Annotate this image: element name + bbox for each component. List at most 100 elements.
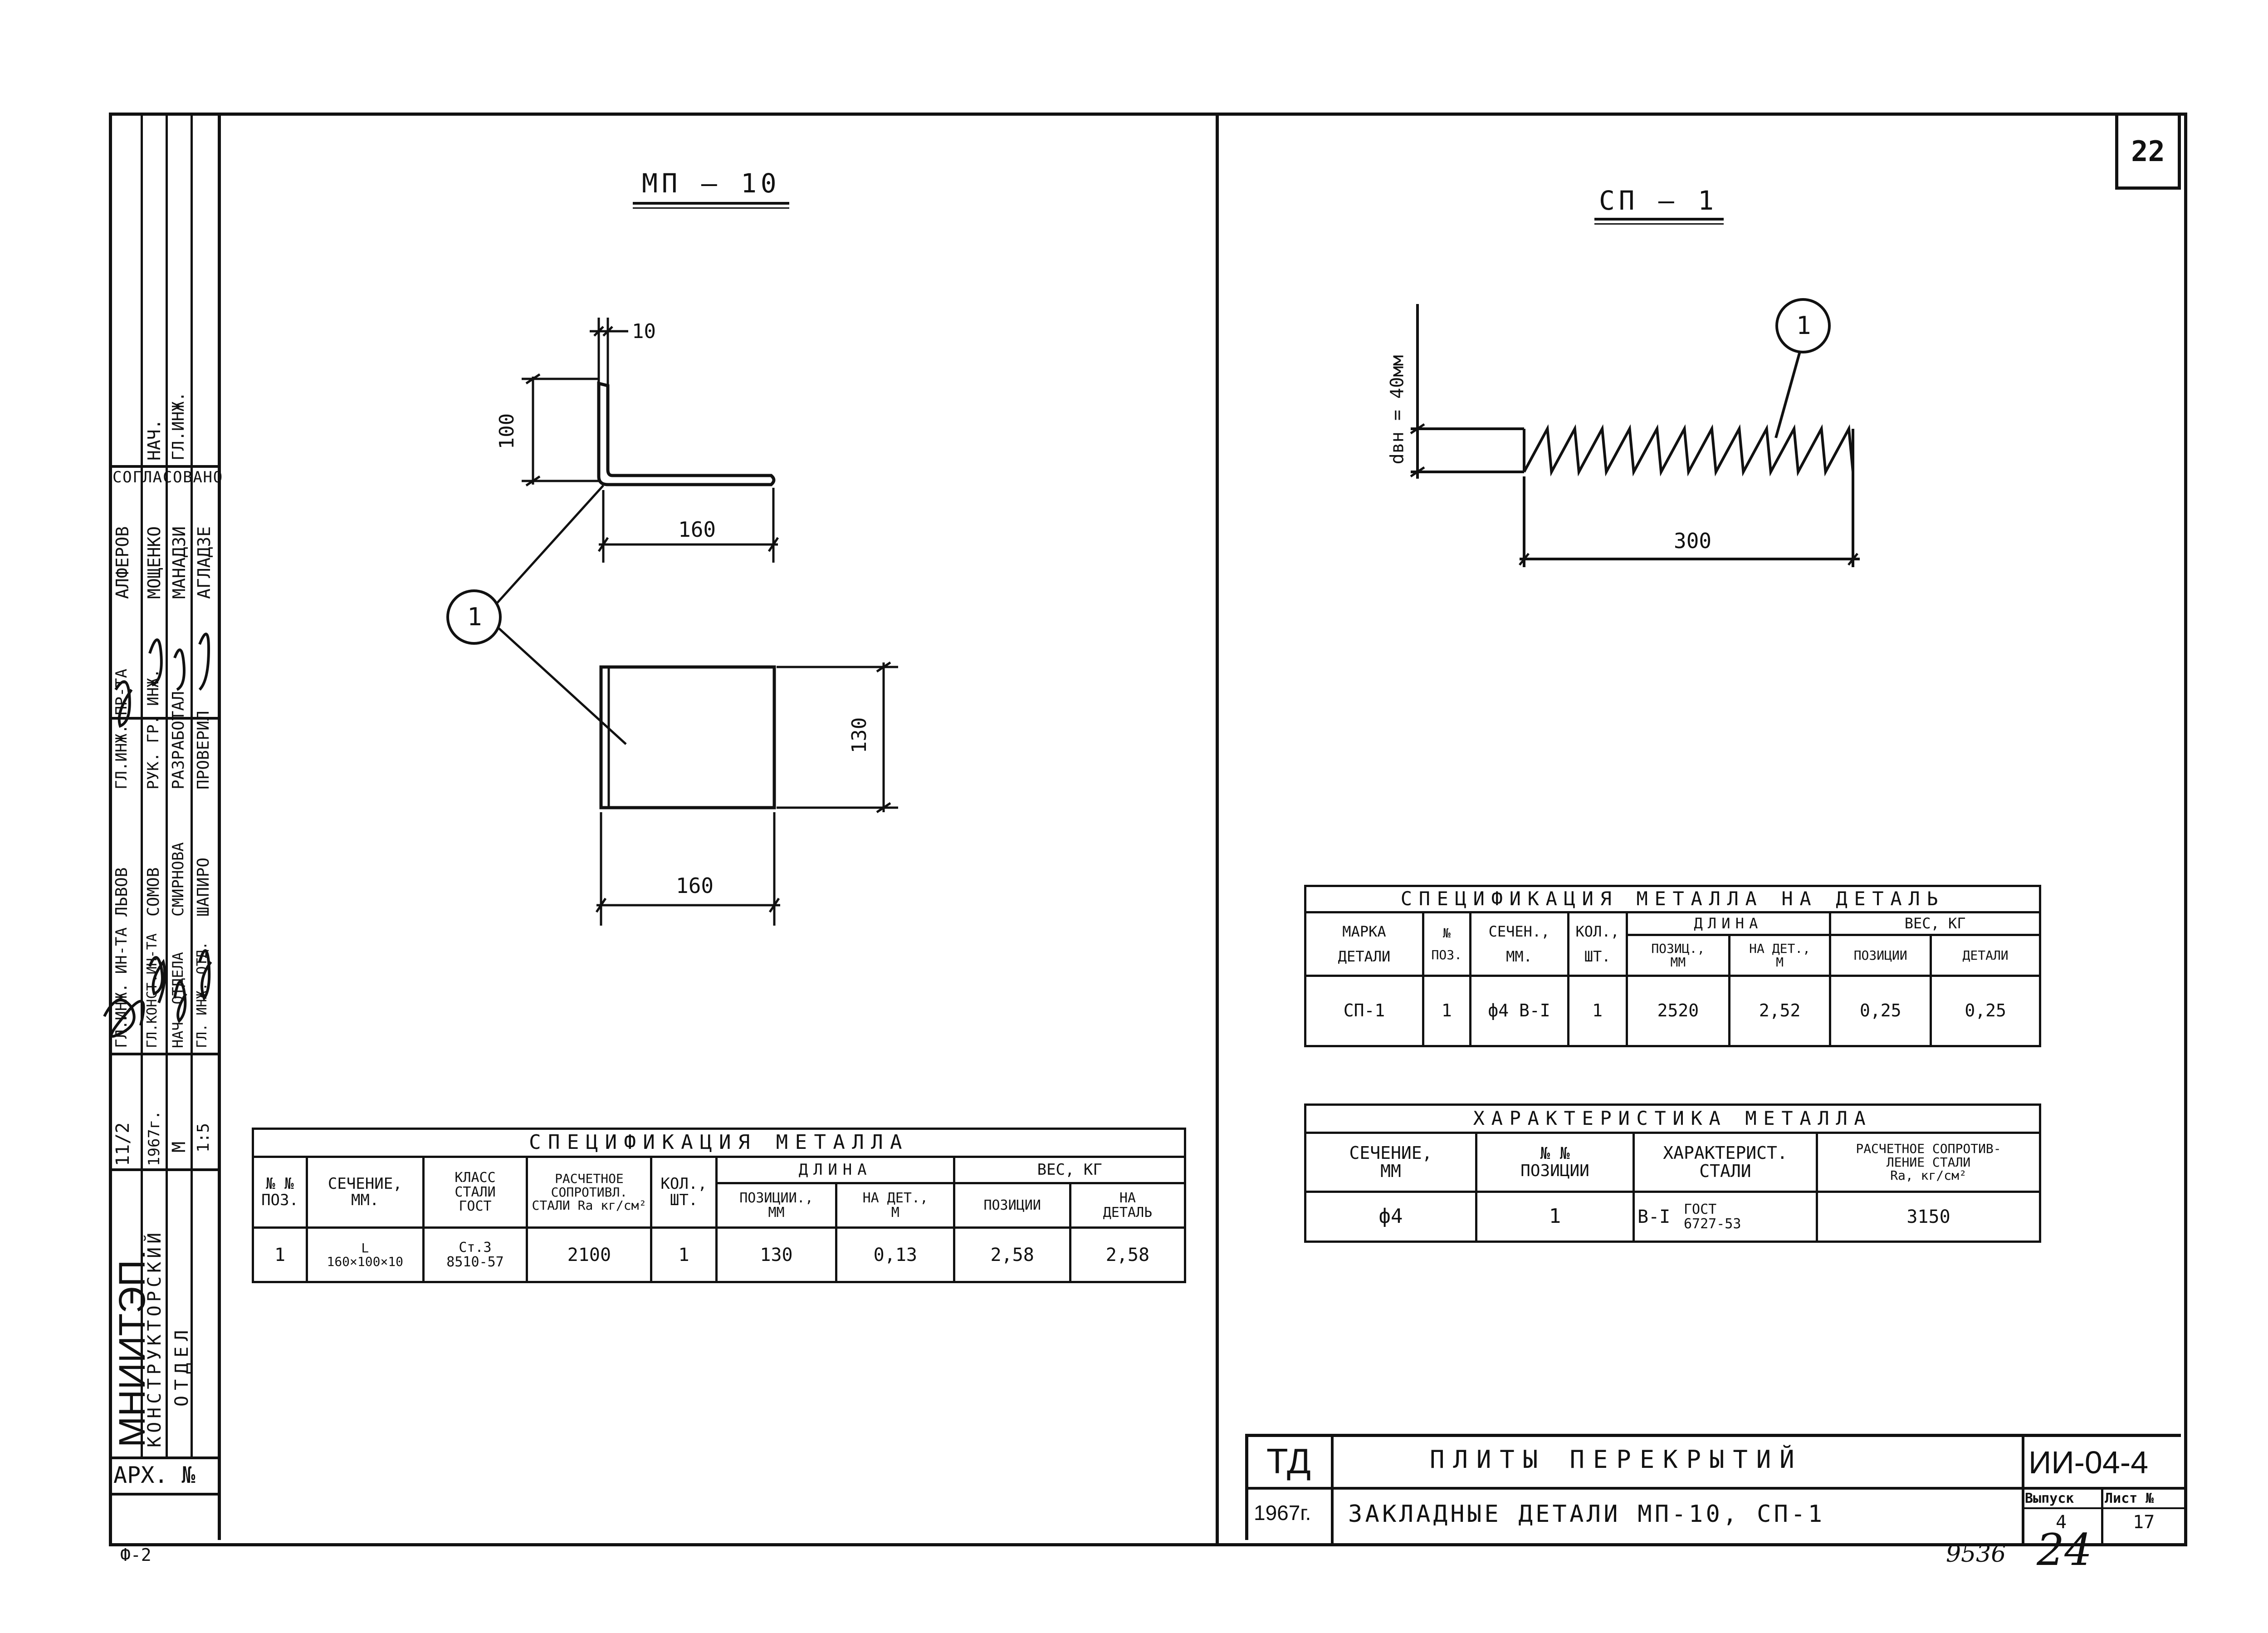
hdr-qty-right: КОЛ., ШТ. bbox=[1567, 911, 1628, 977]
table-row: СП-1 1 ф4 В-I 1 2520 2,52 0,25 0,25 bbox=[1304, 975, 2041, 1047]
spec-left-title: СПЕЦИФИКАЦИЯ МЕТАЛЛА bbox=[252, 1128, 1186, 1158]
cell-char-section: ф4 bbox=[1304, 1191, 1477, 1243]
hdr-char-section: СЕЧЕНИЕ, ММ bbox=[1304, 1132, 1477, 1193]
tb-divider bbox=[2022, 1507, 2184, 1509]
cell-char-b: ГОСТ 6727-53 bbox=[1681, 1191, 1818, 1243]
hdr-char-char: ХАРАКТЕРИСТ. СТАЛИ bbox=[1633, 1132, 1818, 1193]
cell-w-det: 2,58 bbox=[1069, 1226, 1187, 1283]
cell-len-det: 0,13 bbox=[835, 1226, 956, 1283]
tb-sheet-label: Лист № bbox=[2105, 1491, 2154, 1506]
hdr-pos-right: № ПОЗ. bbox=[1422, 911, 1471, 977]
cell-pos: 1 bbox=[251, 1226, 308, 1283]
hdr-len-det-right: НА ДЕТ., М bbox=[1728, 934, 1832, 977]
dim-plate-width: 160 bbox=[676, 873, 714, 898]
stamp-column bbox=[109, 113, 221, 1540]
cell-len-pos: 130 bbox=[715, 1226, 838, 1283]
char-title: ХАРАКТЕРИСТИКА МЕТАЛЛА bbox=[1304, 1103, 2041, 1134]
tb-title1: ПЛИТЫ ПЕРЕКРЫТИЙ bbox=[1430, 1445, 1803, 1474]
table-row: ф4 1 В-I ГОСТ 6727-53 3150 bbox=[1304, 1191, 2041, 1243]
tb-issue-label: Выпуск bbox=[2025, 1491, 2074, 1506]
cell-section: L 160×100×10 bbox=[306, 1226, 425, 1283]
hdr-char-resist: РАСЧЕТНОЕ СОПРОТИВ- ЛЕНИЕ СТАЛИ Rа, кг/с… bbox=[1816, 1132, 2041, 1193]
hdr-section: СЕЧЕНИЕ, ММ. bbox=[306, 1156, 425, 1229]
hdr-weight: ВЕС, КГ bbox=[953, 1156, 1186, 1184]
archive-number: 9536 bbox=[1946, 1540, 2006, 1568]
hdr-qty: КОЛ., ШТ. bbox=[650, 1156, 718, 1229]
title-block: ТД 1967г. ПЛИТЫ ПЕРЕКРЫТИЙ ЗАКЛАДНЫЕ ДЕТ… bbox=[1245, 1434, 2184, 1543]
stamp-divider bbox=[109, 1493, 218, 1496]
page-number: 24 bbox=[2037, 1525, 2092, 1575]
cell-qty-right: 1 bbox=[1567, 975, 1628, 1047]
hdr-length-right: ДЛИНА bbox=[1625, 911, 1832, 936]
drawing-left-title: МП — 10 bbox=[642, 168, 781, 199]
title-underline bbox=[633, 207, 789, 209]
stamp-divider bbox=[109, 1053, 218, 1055]
cell-w-pos: 2,58 bbox=[953, 1226, 1071, 1283]
spec-table-left: СПЕЦИФИКАЦИЯ МЕТАЛЛА № № ПОЗ. СЕЧЕНИЕ, М… bbox=[251, 1128, 1187, 1283]
hdr-len-pos: ПОЗИЦИИ., ММ bbox=[715, 1182, 838, 1229]
hdr-mark: МАРКА ДЕТАЛИ bbox=[1304, 911, 1424, 977]
cell-section-right: ф4 В-I bbox=[1469, 975, 1569, 1047]
tb-sheet: 17 bbox=[2133, 1512, 2155, 1533]
cell-char-pos: 1 bbox=[1475, 1191, 1635, 1243]
dim-leg-width: 160 bbox=[678, 517, 716, 542]
hdr-pos: № № ПОЗ. bbox=[251, 1156, 308, 1229]
hdr-length: ДЛИНА bbox=[715, 1156, 956, 1184]
char-table: ХАРАКТЕРИСТИКА МЕТАЛЛА СЕЧЕНИЕ, ММ № № П… bbox=[1304, 1103, 2041, 1243]
hdr-w-pos-right: ПОЗИЦИИ bbox=[1829, 934, 1932, 977]
cell-resist: 2100 bbox=[526, 1226, 653, 1283]
spec-table-right: СПЕЦИФИКАЦИЯ МЕТАЛЛА НА ДЕТАЛЬ МАРКА ДЕТ… bbox=[1304, 885, 2041, 1047]
stamp-divider bbox=[109, 717, 218, 720]
stamp-divider bbox=[109, 465, 218, 468]
hdr-char-pos: № № ПОЗИЦИИ bbox=[1475, 1132, 1635, 1193]
dim-diameter: dвн = 40мм bbox=[1387, 355, 1408, 465]
hdr-w-det: НА ДЕТАЛЬ bbox=[1069, 1182, 1187, 1229]
title-underline bbox=[1594, 218, 1724, 221]
hdr-section-right: СЕЧЕН., ММ. bbox=[1469, 911, 1569, 977]
stamp-divider bbox=[109, 1456, 218, 1459]
hdr-len-det: НА ДЕТ., М bbox=[835, 1182, 956, 1229]
table-row: 1 L 160×100×10 Ст.3 8510-57 2100 1 130 0… bbox=[251, 1226, 1187, 1283]
tb-code: ИИ-04-4 bbox=[2028, 1445, 2149, 1480]
cell-w-pos-right: 0,25 bbox=[1829, 975, 1932, 1047]
tb-issue: 4 bbox=[2056, 1512, 2067, 1533]
hdr-w-pos: ПОЗИЦИИ bbox=[953, 1182, 1071, 1229]
cell-mark: СП-1 bbox=[1304, 975, 1424, 1047]
tb-year: 1967г. bbox=[1254, 1501, 1311, 1525]
hdr-weight-right: ВЕС, КГ bbox=[1829, 911, 2041, 936]
drawing-right-title: СП — 1 bbox=[1599, 185, 1718, 216]
stamp-divider bbox=[109, 1168, 218, 1171]
dim-thickness: 10 bbox=[632, 320, 656, 343]
callout-right: 1 bbox=[1796, 311, 1811, 340]
dim-spring-length: 300 bbox=[1674, 529, 1712, 553]
title-underline bbox=[633, 202, 789, 205]
callout-left: 1 bbox=[467, 603, 482, 631]
form-number: Ф-2 bbox=[120, 1545, 152, 1565]
sheet-frame bbox=[109, 113, 2187, 1546]
tb-title2: ЗАКЛАДНЫЕ ДЕТАЛИ МП-10, СП-1 bbox=[1348, 1501, 1825, 1528]
cell-char-resist: 3150 bbox=[1816, 1191, 2041, 1243]
agreed-label: СОГЛАСОВАНО bbox=[112, 468, 223, 486]
archive-label: АРХ. № bbox=[113, 1462, 196, 1488]
cell-len-det-right: 2,52 bbox=[1728, 975, 1832, 1047]
cell-w-det-right: 0,25 bbox=[1930, 975, 2041, 1047]
cell-char-a: В-I bbox=[1633, 1191, 1681, 1243]
cell-qty: 1 bbox=[650, 1226, 718, 1283]
cell-steel: Ст.3 8510-57 bbox=[422, 1226, 528, 1283]
spec-right-title: СПЕЦИФИКАЦИЯ МЕТАЛЛА НА ДЕТАЛЬ bbox=[1304, 885, 2041, 913]
title-underline bbox=[1594, 223, 1724, 225]
tb-divider bbox=[1331, 1437, 1334, 1543]
hdr-len-pos-right: ПОЗИЦ., ММ bbox=[1625, 934, 1730, 977]
stamp-divider bbox=[141, 113, 143, 1456]
hdr-w-det-right: ДЕТАЛИ bbox=[1930, 934, 2041, 977]
tb-divider bbox=[2022, 1437, 2024, 1543]
hdr-resist: РАСЧЕТНОЕ СОПРОТИВЛ. СТАЛИ Rа кг/см² bbox=[526, 1156, 653, 1229]
tb-divider bbox=[2101, 1490, 2103, 1543]
stamp-divider bbox=[191, 113, 193, 1456]
sheet-number: 22 bbox=[2131, 134, 2165, 168]
cell-pos-right: 1 bbox=[1422, 975, 1471, 1047]
cell-len-pos-right: 2520 bbox=[1625, 975, 1730, 1047]
tb-org: ТД bbox=[1266, 1441, 1311, 1481]
